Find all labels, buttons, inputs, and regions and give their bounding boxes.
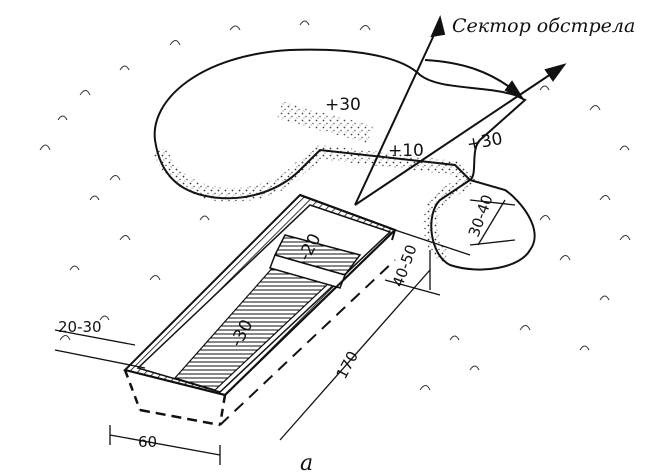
sector-arrow-left (354, 21, 441, 206)
parapet-left-dimension: 20-30 (58, 318, 102, 336)
dimension-lines (54, 199, 516, 465)
step-width-dimension: 40-50 (389, 242, 421, 289)
grass-texture (39, 20, 631, 391)
sector-of-fire (354, 14, 567, 206)
parapet-front-label: +30 (325, 95, 361, 115)
sector-title: Сектор обстрела (452, 15, 635, 37)
parapet-mound (153, 48, 536, 271)
length-dimension: 170 (333, 348, 362, 382)
sector-arrow-right (354, 67, 561, 206)
width-dimension: 60 (138, 433, 157, 451)
figure-letter: а (300, 451, 313, 475)
trench (123, 193, 397, 427)
parapet-center-label: +10 (388, 141, 424, 161)
